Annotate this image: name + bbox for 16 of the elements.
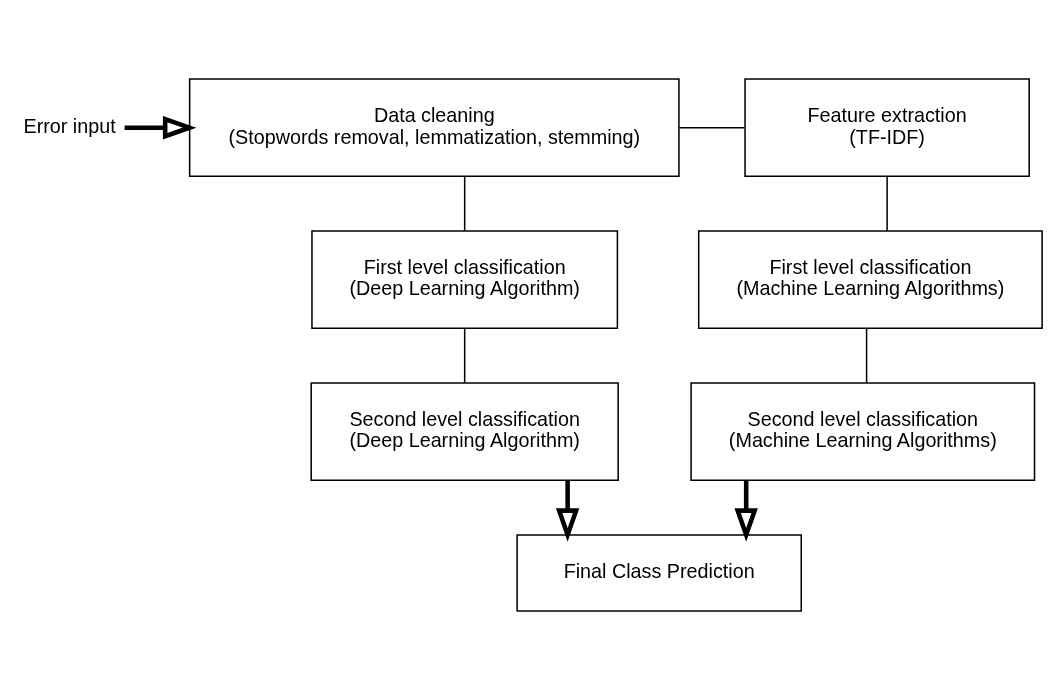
node-text: Error input xyxy=(23,114,116,137)
arrow xyxy=(555,479,580,542)
node-box: First level classification (Deep Learning Algorithm) xyxy=(311,229,619,329)
node-box: Second level classification (Machine Learning Algorithms) xyxy=(690,381,1036,481)
node-box: First level classification (Machine Learning Algorithms) xyxy=(697,229,1043,329)
node-box: Second level classification (Deep Learning Algorithm) xyxy=(310,381,619,481)
arrow xyxy=(124,115,197,139)
connector xyxy=(463,327,466,384)
connector xyxy=(865,327,868,384)
connector xyxy=(463,175,466,232)
connector xyxy=(886,175,888,232)
node-box: Data cleaning (Stopwords removal, lemmatization, stemming) xyxy=(188,77,680,177)
node-box: Feature extraction (TF-IDF) xyxy=(744,77,1030,177)
arrow xyxy=(734,479,758,542)
connector xyxy=(678,126,746,128)
node-box: Final Class Prediction xyxy=(516,533,802,612)
